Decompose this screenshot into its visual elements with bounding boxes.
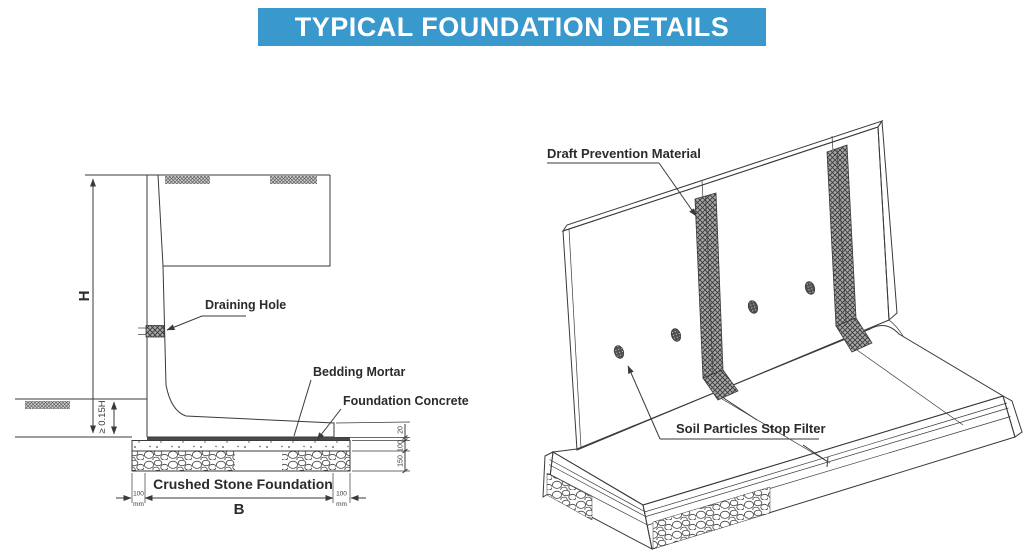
cobble-patch-iso-front: [652, 486, 771, 550]
foundation-concrete-layer: [131, 440, 351, 452]
label-b: B: [234, 501, 245, 518]
soil-hatch-strip: [270, 176, 317, 184]
drain-hole: [613, 345, 625, 359]
base-right-end-face: [1002, 394, 1023, 438]
wall-left-end-line: [568, 228, 582, 449]
base-layer-lines: [548, 402, 1011, 526]
label-foundation-concrete: Foundation Concrete: [343, 394, 469, 408]
drain-hole-band: [145, 325, 165, 338]
soil-filter-leader-base: [802, 444, 829, 468]
label-bedding-mortar: Bedding Mortar: [313, 365, 405, 379]
cobble-patch-iso-left: [546, 472, 593, 521]
wall-left-edge: [146, 175, 334, 438]
cross-section-diagram: H ≥ 0.15H Draining Hole Bedding Mortar F…: [15, 174, 469, 518]
panel-joint-lines: [701, 135, 964, 464]
label-min-embed: ≥ 0.15H: [97, 400, 108, 433]
strip-2-fold: [835, 317, 873, 353]
cobble-patch-left: [132, 451, 235, 471]
label-soil-filter: Soil Particles Stop Filter: [676, 421, 826, 436]
cobble-patch-right: [282, 451, 350, 471]
soil-hatch-strip: [165, 176, 210, 184]
bedding-mortar-band: [147, 437, 350, 441]
base-top-face: [551, 324, 1005, 506]
label-draining-hole: Draining Hole: [205, 298, 286, 312]
ext-line: [335, 421, 411, 424]
foundation-concrete-leader: [316, 408, 342, 441]
dim-offset-left-value: 100: [133, 491, 144, 498]
wall-right-edge: [157, 174, 335, 437]
label-h: H: [76, 291, 93, 302]
dim-offset-right-value: 100: [336, 491, 347, 498]
isometric-diagram: Draft Prevention Material Soil Particles…: [542, 119, 1023, 550]
backfill-outline: [163, 175, 331, 267]
dim-concrete: 100: [398, 440, 405, 452]
dim-bedding: 20: [398, 426, 405, 434]
drain-hole: [670, 328, 682, 342]
title-banner: TYPICAL FOUNDATION DETAILS: [258, 8, 766, 46]
draft-prevention-leader: [547, 162, 696, 216]
wall-base-fillet: [888, 319, 904, 337]
label-crushed-stone: Crushed Stone Foundation: [153, 476, 333, 492]
wall-right-end-face: [877, 119, 898, 322]
ground-hatch: [25, 401, 70, 409]
dim-offset-right-unit: mm: [336, 501, 347, 508]
drain-hole: [804, 281, 816, 295]
dim-offset-left-unit: mm: [133, 501, 144, 508]
soil-filter-leader-strip: [721, 396, 758, 421]
dim-stone: 150: [398, 455, 405, 467]
draining-hole-leader: [166, 315, 246, 331]
strip-1-fold: [702, 369, 739, 401]
drain-hole: [747, 300, 759, 314]
drain-holes: [613, 281, 816, 359]
dim-ticks: [402, 435, 408, 474]
soil-filter-leader-hole: [627, 365, 661, 440]
bedding-mortar-leader: [293, 379, 312, 437]
draft-prevention-strips: [694, 144, 873, 401]
label-draft-prevention: Draft Prevention Material: [547, 146, 701, 161]
page-title: TYPICAL FOUNDATION DETAILS: [294, 11, 730, 42]
crushed-stone-layer: [131, 450, 351, 472]
